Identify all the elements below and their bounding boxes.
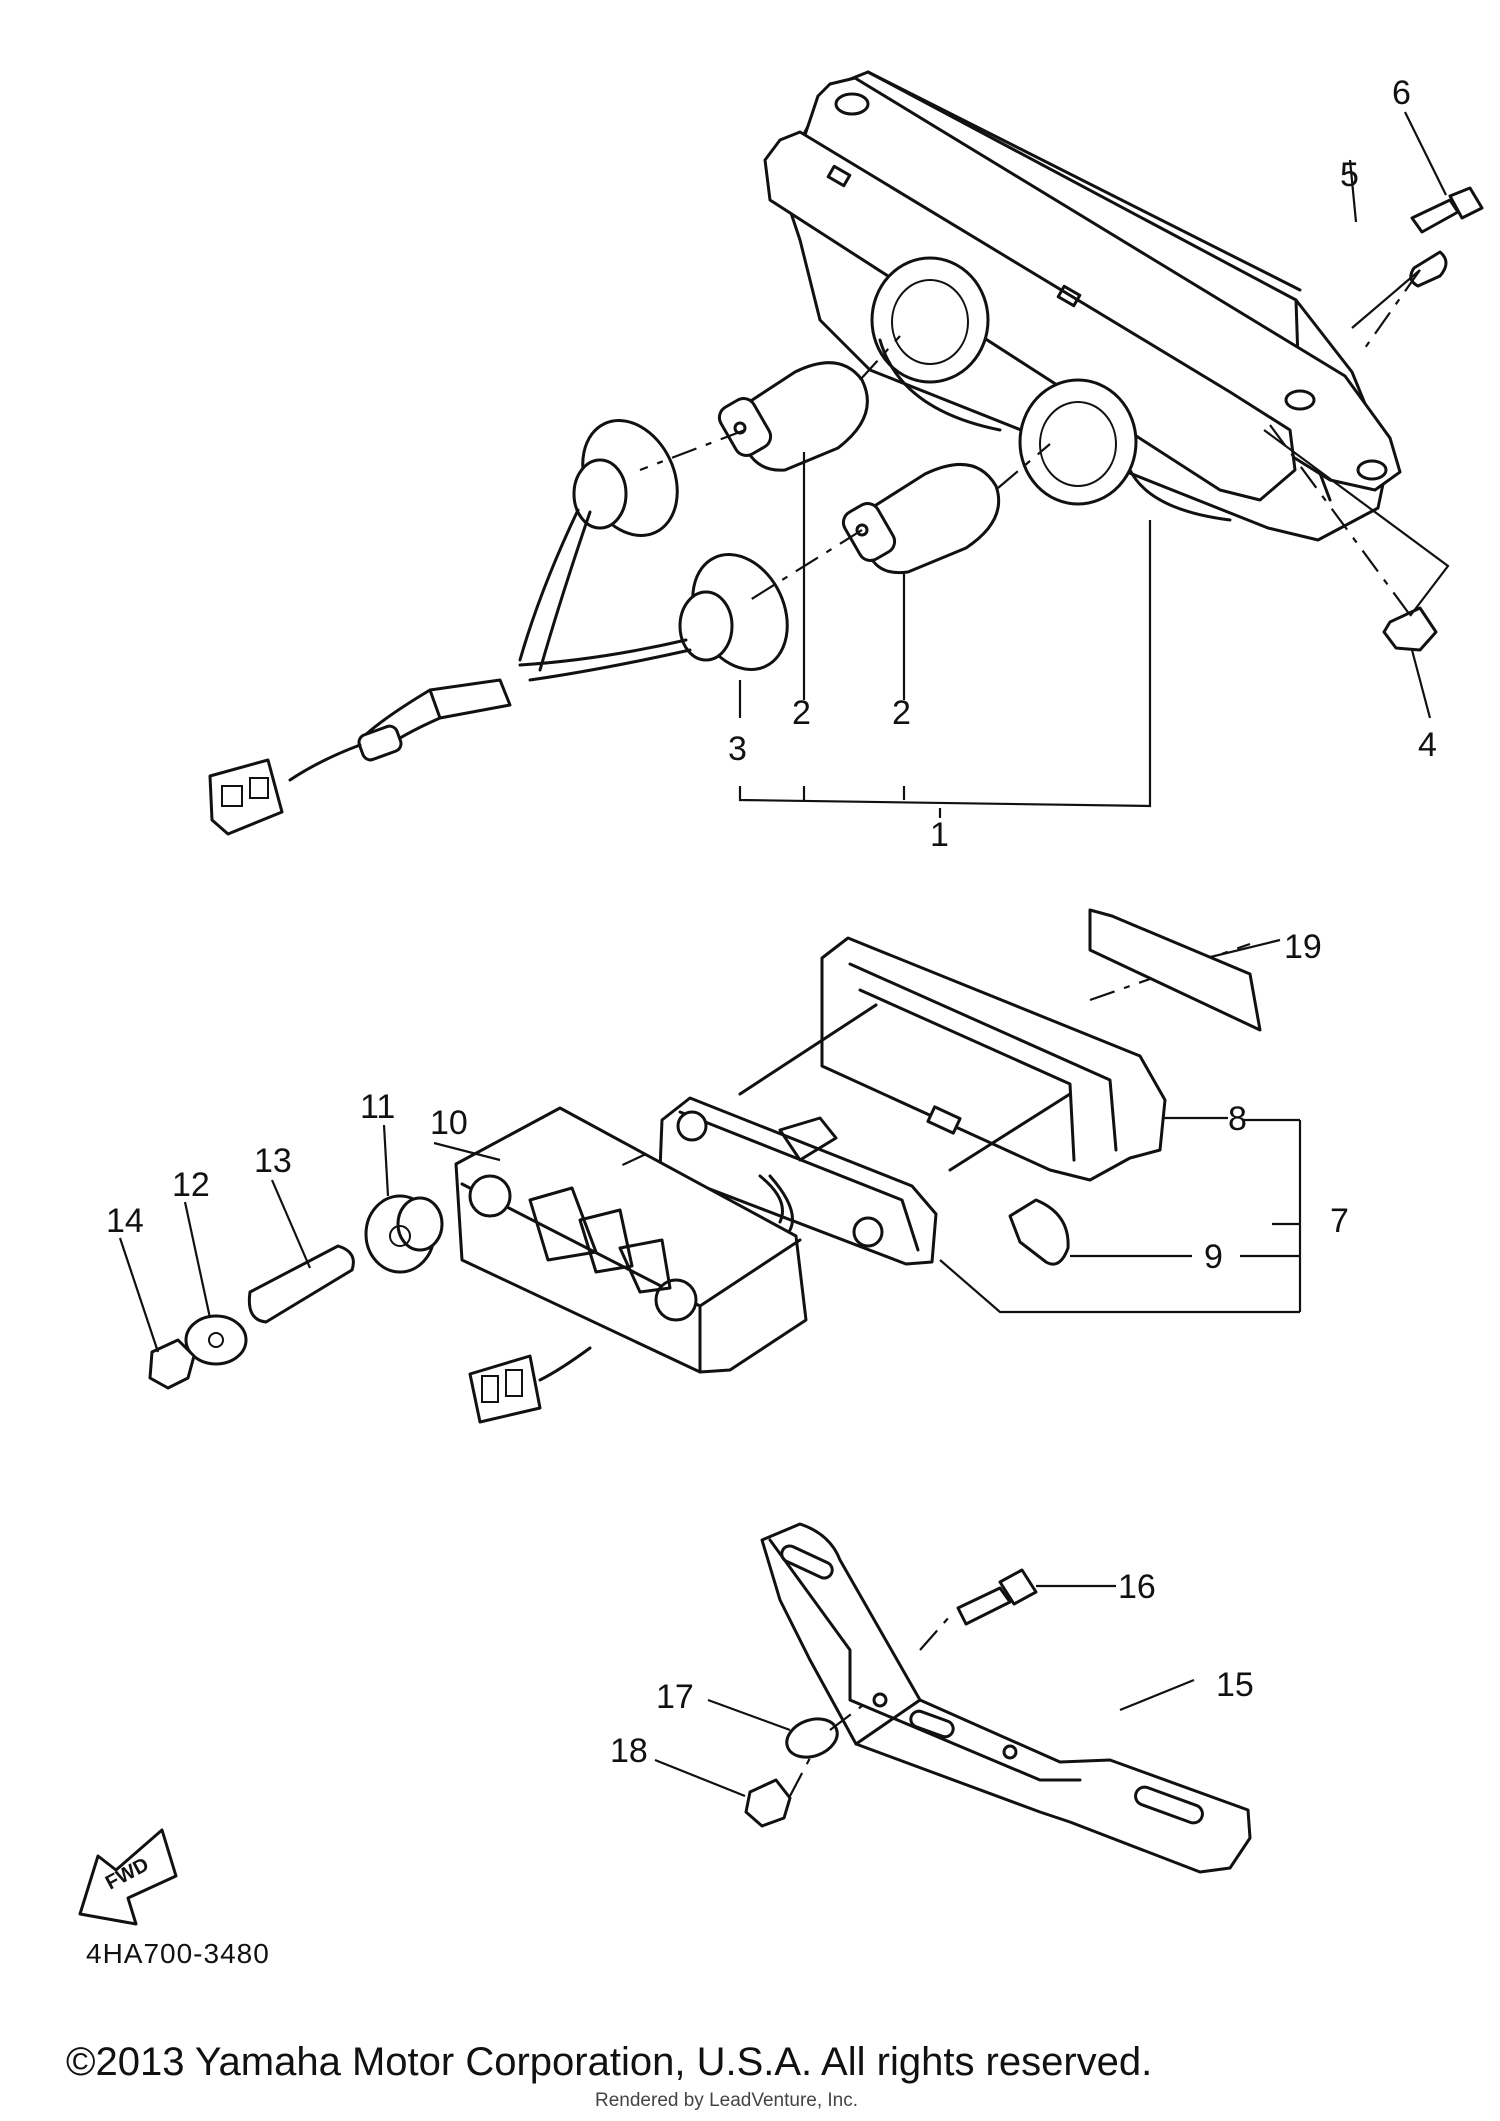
collar-13 bbox=[247, 1244, 355, 1324]
callout-17: 17 bbox=[656, 1678, 694, 1716]
callout-19: 19 bbox=[1284, 928, 1322, 966]
bulb-upper bbox=[717, 361, 869, 472]
socket-cover-10 bbox=[454, 1106, 808, 1424]
leaders-lower bbox=[654, 1584, 1195, 1798]
bolt-6-head bbox=[1448, 186, 1484, 220]
callout-2b: 2 bbox=[892, 694, 911, 732]
callout-6: 6 bbox=[1392, 74, 1411, 112]
nut-14 bbox=[148, 1338, 196, 1390]
callout-9: 9 bbox=[1204, 1238, 1223, 1276]
bracket-15 bbox=[760, 1522, 1252, 1874]
callout-5: 5 bbox=[1340, 156, 1359, 194]
callout-1: 1 bbox=[930, 816, 949, 854]
fasteners-middle bbox=[148, 1194, 444, 1390]
washer-5 bbox=[1409, 250, 1448, 288]
nut-18 bbox=[744, 1778, 792, 1828]
callout-8: 8 bbox=[1228, 1100, 1247, 1138]
taillight-housing bbox=[763, 70, 1402, 542]
callout-labels: 1 2 2 3 4 5 6 7 8 9 10 11 12 13 14 15 16… bbox=[106, 74, 1437, 1770]
bulb-lower bbox=[841, 462, 1001, 575]
socket-harness bbox=[208, 419, 789, 836]
leaders-middle bbox=[118, 938, 1302, 1353]
fasteners-lower bbox=[744, 1568, 1038, 1828]
bolt-6-shank bbox=[1410, 198, 1460, 234]
callout-7: 7 bbox=[1330, 1202, 1349, 1240]
callout-3: 3 bbox=[728, 730, 747, 768]
bolt-16-head bbox=[998, 1568, 1038, 1606]
bolt-16-shank bbox=[956, 1586, 1012, 1626]
fwd-arrow: FWD bbox=[78, 1828, 178, 1926]
callout-12: 12 bbox=[172, 1166, 210, 1204]
washer-17 bbox=[785, 1717, 839, 1759]
callout-2a: 2 bbox=[792, 694, 811, 732]
callout-4: 4 bbox=[1418, 726, 1437, 764]
license-plate-strip-19 bbox=[1088, 908, 1262, 1032]
washer-12 bbox=[184, 1314, 248, 1366]
callout-14: 14 bbox=[106, 1202, 144, 1240]
license-lens-plate bbox=[658, 1096, 938, 1266]
rendered-by-credit: Rendered by LeadVenture, Inc. bbox=[595, 2090, 859, 2111]
callout-18: 18 bbox=[610, 1732, 648, 1770]
bulb-9 bbox=[1008, 1198, 1070, 1266]
fasteners-upper bbox=[1382, 186, 1484, 652]
callout-11: 11 bbox=[360, 1088, 395, 1126]
grommet-4 bbox=[1382, 606, 1438, 652]
callout-16: 16 bbox=[1118, 1568, 1156, 1606]
callout-15: 15 bbox=[1216, 1666, 1254, 1704]
license-light-cover bbox=[738, 936, 1167, 1182]
diagram-code: 4HA700-3480 bbox=[86, 1938, 270, 1969]
callout-10: 10 bbox=[430, 1104, 468, 1142]
callout-13: 13 bbox=[254, 1142, 292, 1180]
leaders-upper bbox=[639, 111, 1450, 818]
copyright-notice: ©2013 Yamaha Motor Corporation, U.S.A. A… bbox=[66, 2040, 1153, 2084]
